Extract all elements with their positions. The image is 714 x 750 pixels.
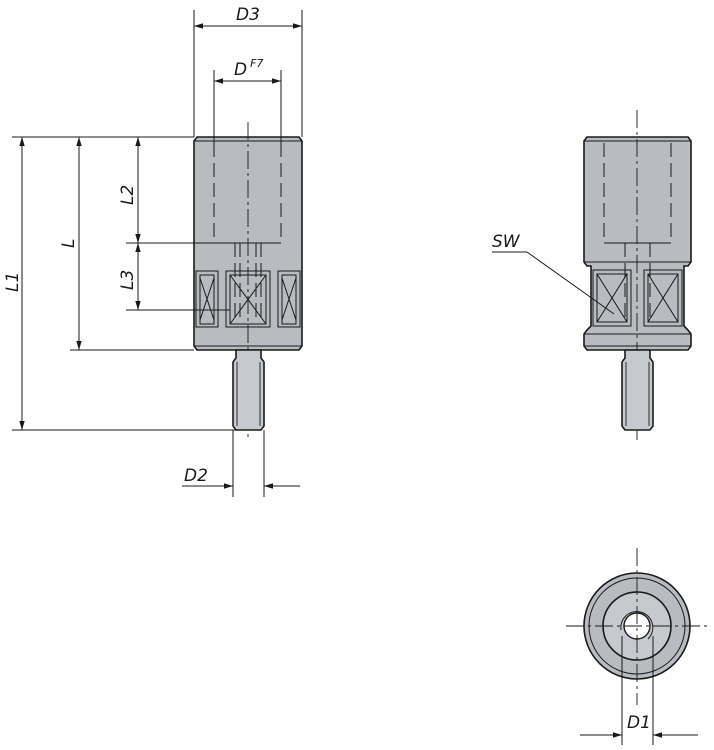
label-l2: L2 xyxy=(118,185,138,205)
dimensions xyxy=(12,10,303,497)
label-d2: D2 xyxy=(184,466,208,486)
label-sw: SW xyxy=(492,232,521,252)
label-l3: L3 xyxy=(118,270,138,290)
label-l: L xyxy=(59,239,79,248)
side-view xyxy=(492,110,692,440)
front-stud xyxy=(232,349,265,431)
label-l1: L1 xyxy=(3,272,23,292)
front-view xyxy=(193,122,303,440)
label-d1: D1 xyxy=(627,713,651,733)
bottom-view xyxy=(566,548,708,745)
label-d3: D3 xyxy=(236,5,260,25)
side-stud xyxy=(621,349,654,431)
